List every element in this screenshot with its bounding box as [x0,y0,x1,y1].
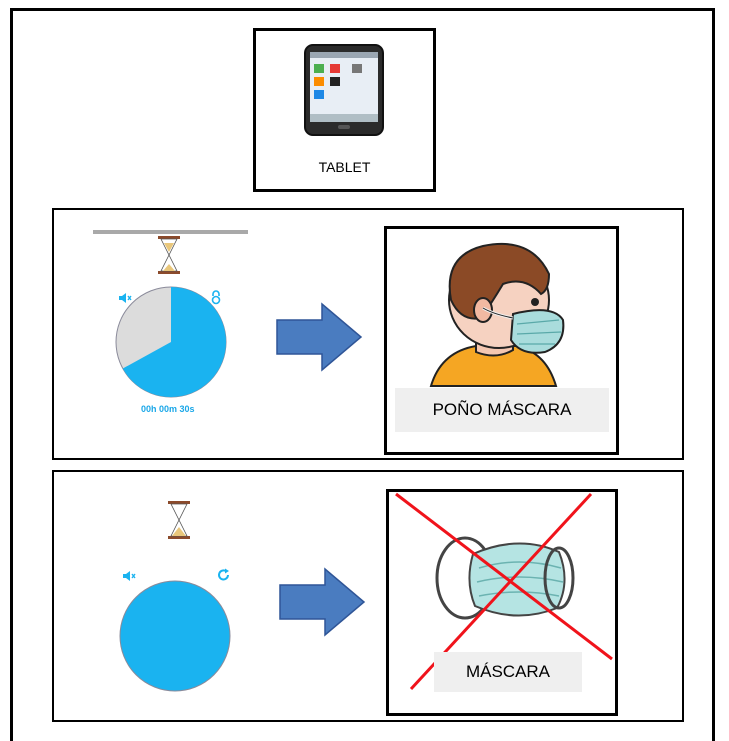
arrow-right-icon [276,302,363,372]
tablet-card: TABLET [253,28,436,192]
page-frame [10,8,715,741]
child-wearing-mask-icon [429,242,565,387]
no-mask-card: MÁSCARA [386,489,618,716]
mute-icon[interactable] [122,570,136,582]
hourglass-icon [158,236,180,274]
hourglass-icon [168,501,190,539]
tablet-caption: TABLET [318,159,371,175]
mask-label: MÁSCARA [434,652,582,692]
timer-remaining-text: 00h 00m 30s [141,404,195,414]
surgical-mask-icon [435,536,575,620]
wear-mask-card: POÑO MÁSCARA [384,226,619,455]
restart-icon[interactable] [217,568,231,582]
step2-panel: MÁSCARA [52,470,684,722]
timer-progress-bar [93,230,248,234]
finished-timer-dial [119,580,231,692]
lock-icon[interactable] [210,290,222,305]
mute-icon[interactable] [118,292,132,304]
arrow-right-icon [279,567,366,637]
countdown-timer-dial [115,286,227,398]
tablet-icon [304,44,384,136]
step1-panel: 00h 00m 30s POÑO MÁSCARA [52,208,684,460]
wear-mask-label: POÑO MÁSCARA [395,388,609,432]
